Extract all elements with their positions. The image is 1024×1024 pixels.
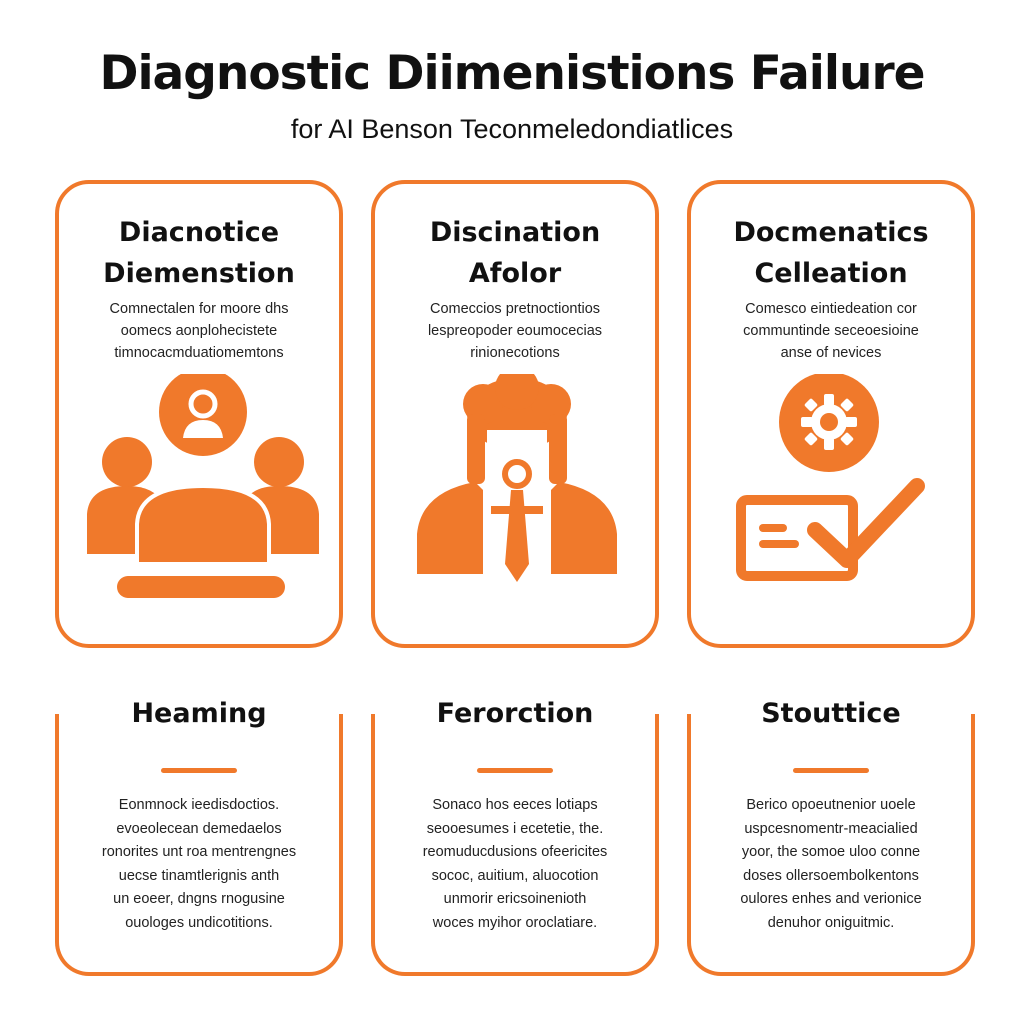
page-subtitle: for AI Benson Teconmeledondiatlices [290, 114, 734, 144]
page-title: Diagnostic Diimenistions Failure [99, 46, 925, 101]
person-tie-icon [417, 374, 617, 582]
title-underline [477, 768, 553, 773]
detail-description: Berico opoeutnenior uoele uspcesnomentr-… [740, 797, 922, 931]
detail-card-1: Heaming Eonmnock ieedisdoctios. evoeolec… [55, 698, 343, 976]
card-title: Diacnotice Diemenstion [103, 217, 295, 289]
dimension-card-1: Diacnotice Diemenstion Comnectalen for m… [55, 180, 343, 648]
gear-checklist-icon [736, 374, 925, 581]
detail-title: Stouttice [761, 698, 901, 729]
card-description: Comesco eintiedeation cor communtinde se… [743, 301, 919, 361]
card-description: Comnectalen for moore dhs oomecs aonploh… [109, 301, 289, 361]
title-underline [793, 768, 869, 773]
dimension-card-3: Docmenatics Celleation Comesco eintiedea… [687, 180, 975, 648]
card-description: Comeccios pretnoctiontios lespreopoder e… [427, 301, 603, 361]
card-title: Docmenatics Celleation [733, 217, 929, 289]
detail-description: Sonaco hos eeces lotiaps seooesumes i ec… [422, 797, 608, 931]
dimension-card-2: Discination Afolor Comeccios pretnoction… [371, 180, 659, 648]
people-group-icon [87, 374, 319, 598]
detail-title: Ferorction [436, 698, 594, 729]
detail-title: Heaming [131, 698, 267, 729]
title-underline [161, 768, 237, 773]
card-title: Discination Afolor [429, 217, 601, 289]
detail-card-3: Stouttice Berico opoeutnenior uoele uspc… [687, 698, 975, 976]
detail-description: Eonmnock ieedisdoctios. evoeolecean deme… [101, 797, 297, 931]
detail-card-2: Ferorction Sonaco hos eeces lotiaps seoo… [371, 698, 659, 976]
